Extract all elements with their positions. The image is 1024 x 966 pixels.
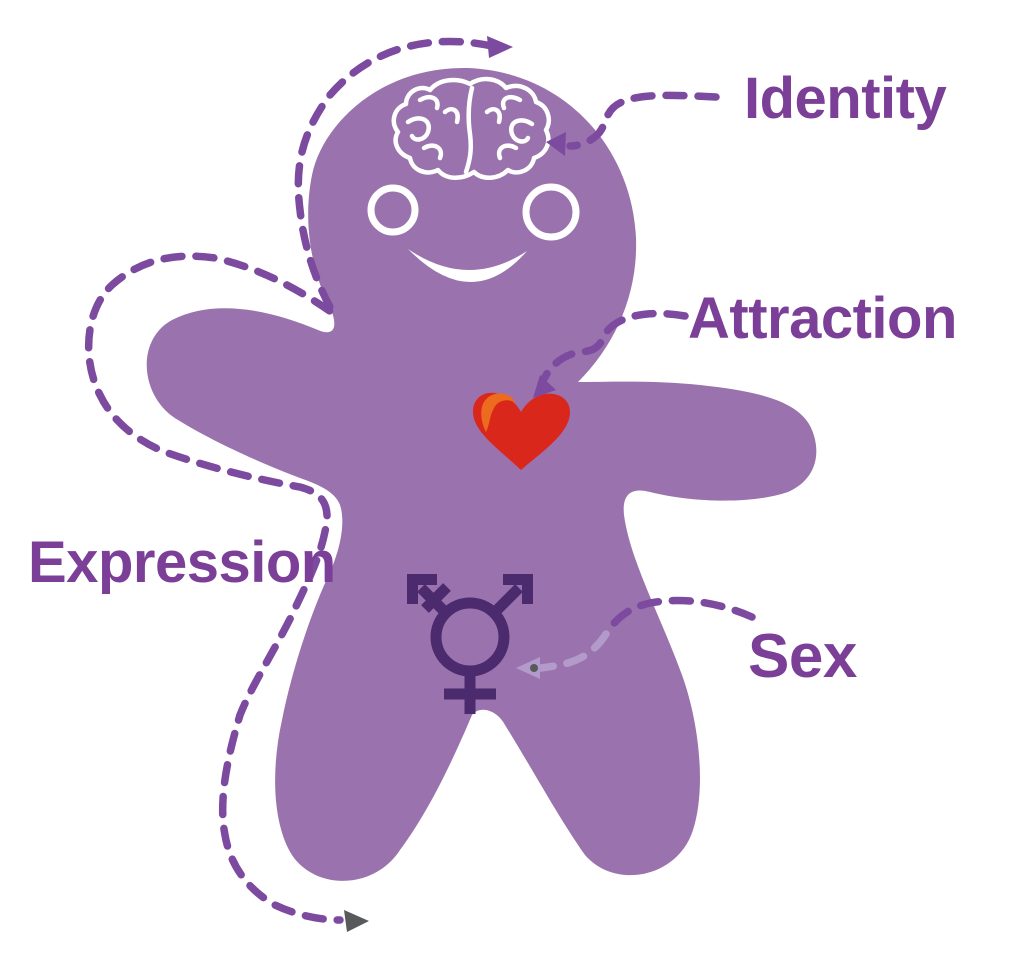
expression-top-arrowhead — [487, 36, 513, 58]
label-identity: Identity — [744, 66, 946, 131]
expression-bottom-arrowhead — [344, 910, 369, 932]
smile-icon — [408, 249, 527, 283]
identity-arrowhead — [546, 132, 566, 156]
label-expression: Expression — [28, 530, 336, 595]
heart-icon — [473, 392, 570, 470]
label-attraction: Attraction — [688, 286, 957, 351]
transgender-symbol-icon — [407, 574, 533, 714]
label-sex: Sex — [748, 622, 858, 691]
sex-arrowhead — [516, 657, 540, 679]
eye-right-icon — [522, 183, 580, 241]
sex-connector — [516, 596, 756, 679]
gingerbread-body — [146, 67, 817, 881]
sex-arrow-dot — [530, 664, 538, 672]
eye-left-icon — [367, 184, 419, 236]
heart-highlight — [481, 393, 516, 432]
expression-path — [84, 36, 513, 932]
attraction-connector — [533, 309, 689, 398]
attraction-arrowhead — [533, 375, 556, 398]
brain-icon — [391, 76, 551, 180]
identity-connector — [546, 91, 720, 156]
